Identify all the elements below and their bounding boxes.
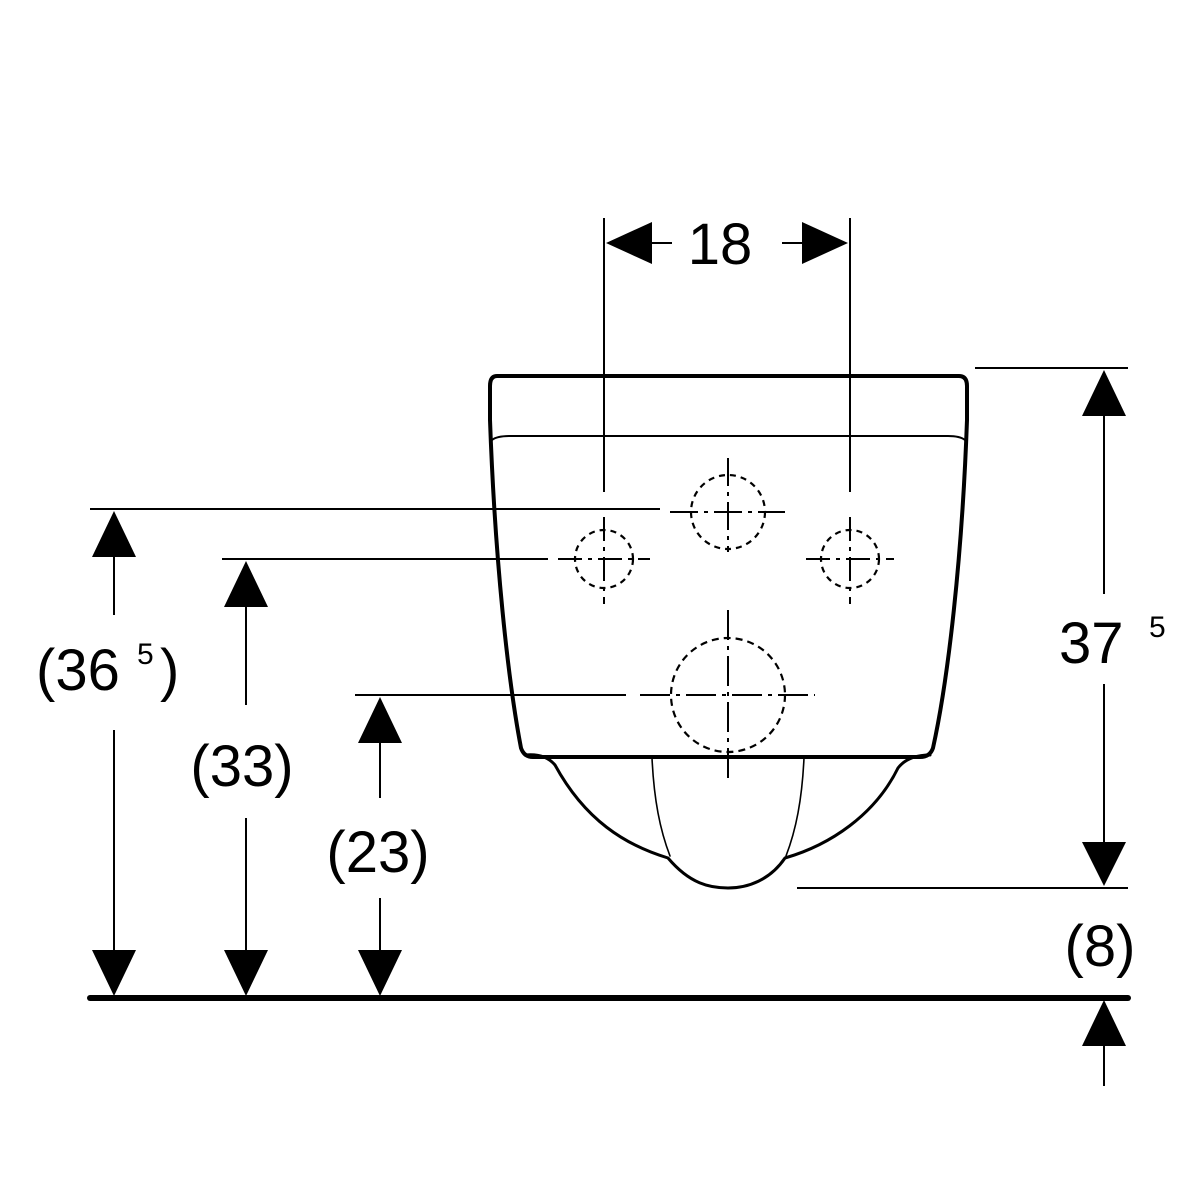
dim-label-outlet-height: (23) (326, 820, 429, 885)
arrow-head-right (802, 222, 848, 264)
dim-side-inlet-height: (33) (190, 561, 294, 996)
dim-label-total-height-sup: 5 (1149, 611, 1166, 644)
bowl-inner-left (651, 757, 671, 857)
dim-label-floor-clearance: (8) (1065, 914, 1136, 979)
arrow-head-down (358, 950, 402, 996)
arrow-head-up (358, 697, 402, 743)
dim-label-upper-inlet-close: ) (160, 638, 179, 703)
dim-label-total-height: 37 (1059, 611, 1124, 676)
arrow-head-down (224, 950, 268, 996)
arrow-head-down (1082, 842, 1126, 886)
arrow-head-up (1082, 370, 1126, 416)
extension-lines (90, 218, 1128, 889)
toilet-body (488, 374, 969, 890)
dim-label-side-inlet-height: (33) (190, 734, 293, 799)
arrow-head-up (1082, 1000, 1126, 1046)
bowl-lower-outline (523, 753, 932, 890)
mounting-holes (558, 458, 894, 782)
arrow-head-down (92, 950, 136, 996)
dim-label-upper-inlet-open: (36 (36, 638, 120, 703)
arrow-head-up (224, 561, 268, 607)
dim-total-height: 37 5 (1059, 370, 1166, 886)
dim-upper-inlet-height: (36 5 ) (36, 511, 179, 996)
dim-label-inlet-spacing: 18 (688, 212, 753, 277)
dim-floor-clearance: (8) (1065, 914, 1136, 1086)
dim-label-upper-inlet-sup: 5 (137, 638, 154, 671)
bowl-inner-right (785, 757, 805, 857)
seat-top-line (491, 435, 966, 441)
dim-inlet-spacing: 18 (606, 212, 848, 277)
toilet-body-outline (488, 374, 969, 759)
dim-outlet-height: (23) (326, 697, 430, 996)
arrow-head-up (92, 511, 136, 557)
arrow-head-left (606, 222, 652, 264)
